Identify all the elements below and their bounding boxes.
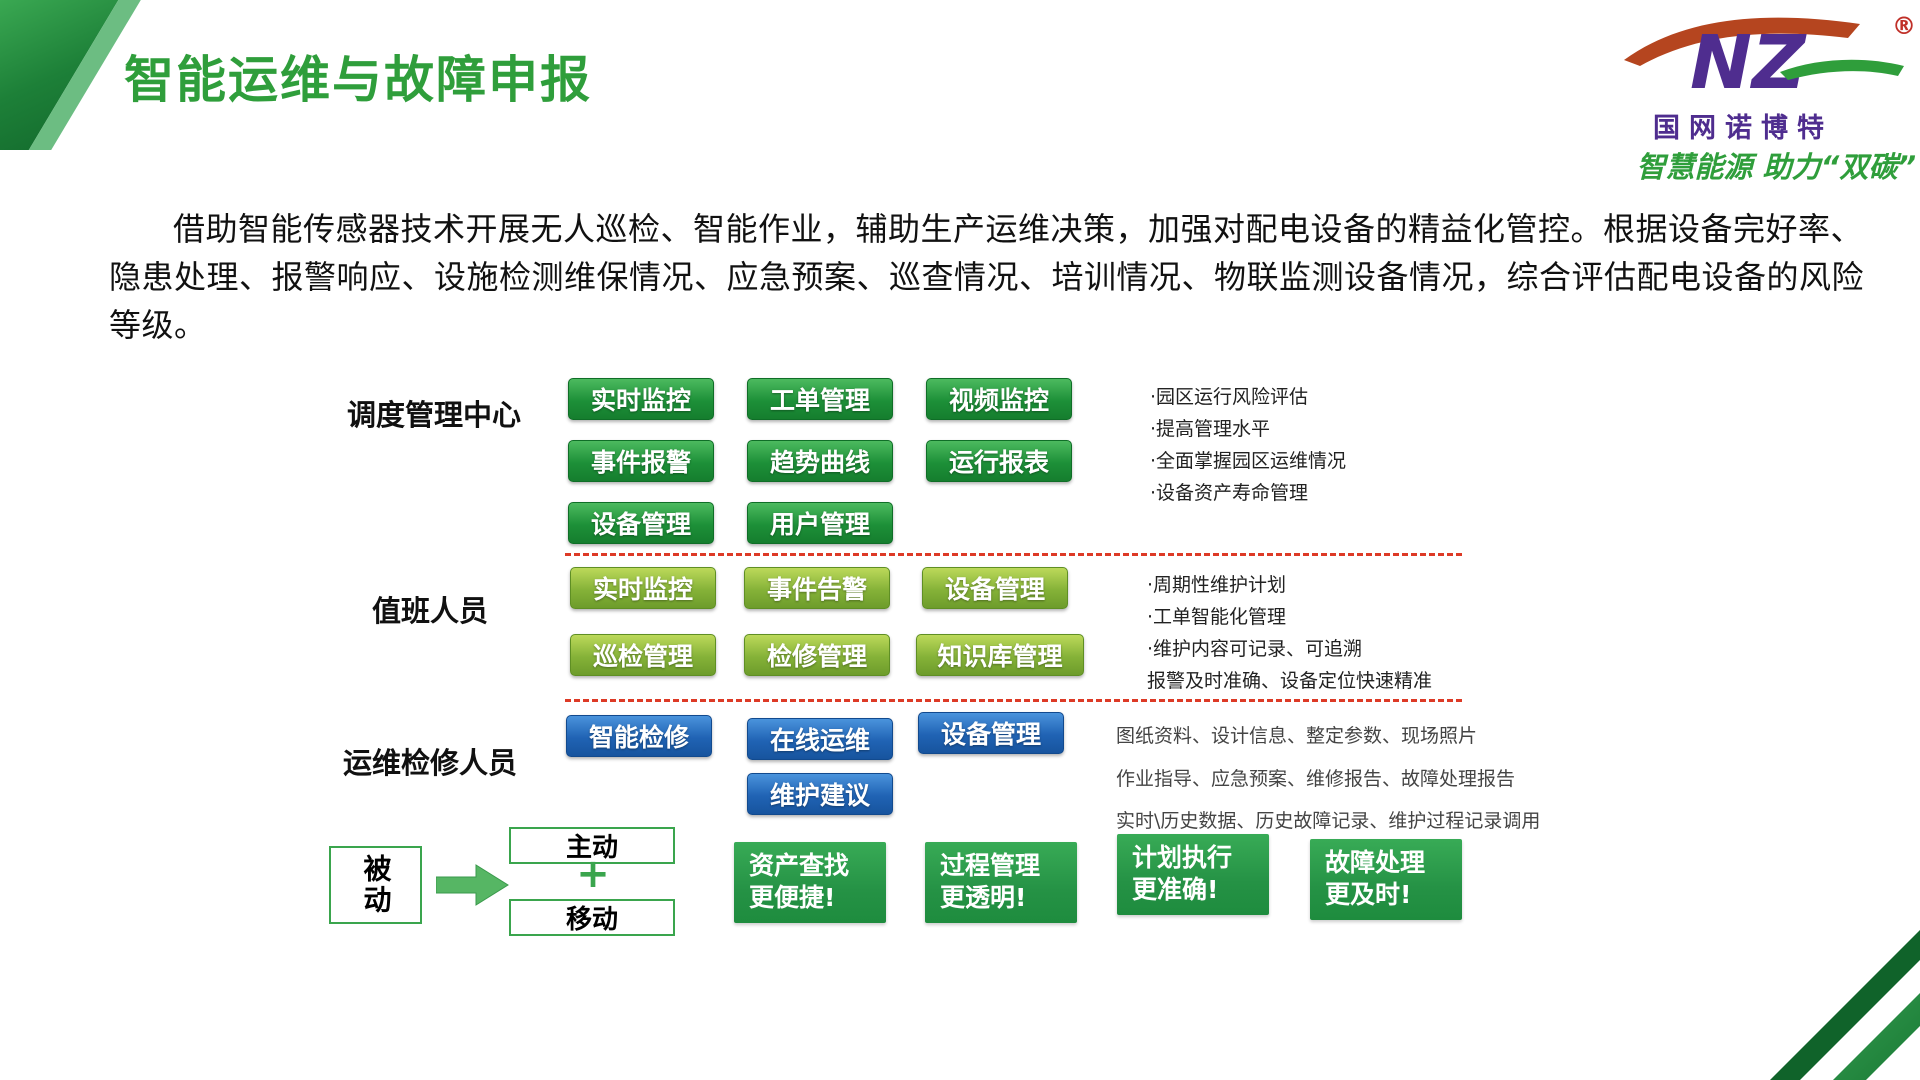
result-card: 过程管理 更透明! [925, 842, 1077, 923]
note-item: ·工单智能化管理 [1147, 606, 1287, 628]
active-label: 主动 [565, 833, 618, 863]
module-button: 用户管理 [747, 502, 893, 544]
brand-slogan: 智慧能源 助力“双碳” [1636, 150, 1916, 184]
passive-box: 被动 [329, 846, 422, 924]
note-item: 作业指导、应急预案、维修报告、故障处理报告 [1116, 768, 1516, 790]
module-button: 实时监控 [570, 567, 716, 609]
result-line2: 更便捷! [749, 883, 836, 912]
module-button: 趋势曲线 [747, 440, 893, 482]
note-item: 实时\历史数据、历史故障记录、维护过程记录调用 [1116, 810, 1541, 832]
logo-letters: NZ [1690, 20, 1807, 100]
registered-mark: ® [1892, 12, 1916, 40]
brand-name: 国网诺博特 [1653, 113, 1833, 144]
corner-decoration-top-left [0, 0, 160, 150]
result-line2: 更准确! [1132, 875, 1219, 904]
module-button: 维护建议 [747, 773, 893, 815]
result-line1: 资产查找 [749, 851, 850, 880]
row-label-duty-staff: 值班人员 [372, 594, 489, 628]
module-button: 知识库管理 [916, 634, 1084, 676]
note-item: ·周期性维护计划 [1147, 574, 1287, 596]
module-button: 设备管理 [568, 502, 714, 544]
divider-dashed [565, 699, 1462, 702]
note-item: ·园区运行风险评估 [1150, 386, 1309, 408]
note-item: ·全面掌握园区运维情况 [1150, 450, 1347, 472]
result-line1: 计划执行 [1132, 843, 1233, 872]
module-button: 在线运维 [747, 718, 893, 760]
divider-dashed [565, 553, 1462, 556]
passive-label: 被动 [359, 854, 393, 916]
result-card: 计划执行 更准确! [1117, 834, 1269, 915]
mobile-box: 移动 [509, 899, 675, 936]
corner-stripe-dark [1770, 930, 1920, 1080]
intro-paragraph: 借助智能传感器技术开展无人巡检、智能作业，辅助生产运维决策，加强对配电设备的精益… [109, 210, 1865, 344]
corner-decoration-bottom-right [1770, 930, 1920, 1080]
note-item: ·维护内容可记录、可追溯 [1147, 638, 1363, 660]
result-line1: 过程管理 [940, 851, 1041, 880]
note-item: 报警及时准确、设备定位快速精准 [1147, 670, 1433, 692]
module-button: 巡检管理 [570, 634, 716, 676]
module-button: 事件告警 [744, 567, 890, 609]
result-card: 故障处理 更及时! [1310, 839, 1462, 920]
row-label-maintenance-staff: 运维检修人员 [343, 746, 518, 780]
mobile-label: 移动 [565, 905, 618, 935]
module-button: 设备管理 [918, 712, 1064, 754]
note-item: 图纸资料、设计信息、整定参数、现场照片 [1116, 725, 1478, 747]
module-button: 工单管理 [747, 378, 893, 420]
module-button: 检修管理 [744, 634, 890, 676]
result-line2: 更透明! [940, 883, 1027, 912]
module-button: 运行报表 [926, 440, 1072, 482]
result-line1: 故障处理 [1325, 848, 1426, 877]
note-item: ·提高管理水平 [1150, 418, 1271, 440]
brand-logo: NZ ® 国网诺博特 智慧能源 助力“双碳” [1560, 6, 1916, 186]
module-button: 事件报警 [568, 440, 714, 482]
module-button: 设备管理 [922, 567, 1068, 609]
note-item: ·设备资产寿命管理 [1150, 482, 1309, 504]
result-card: 资产查找 更便捷! [734, 842, 886, 923]
row-label-dispatch-center: 调度管理中心 [347, 398, 522, 432]
logo-mark-icon: NZ [1624, 17, 1904, 100]
module-button: 智能检修 [566, 715, 712, 757]
active-box: 主动 [509, 827, 675, 864]
arrow-right-icon [436, 864, 509, 906]
page-title: 智能运维与故障申报 [124, 51, 592, 109]
module-button: 视频监控 [926, 378, 1072, 420]
result-line2: 更及时! [1325, 880, 1412, 909]
module-button: 实时监控 [568, 378, 714, 420]
plus-sign: + [576, 851, 610, 897]
